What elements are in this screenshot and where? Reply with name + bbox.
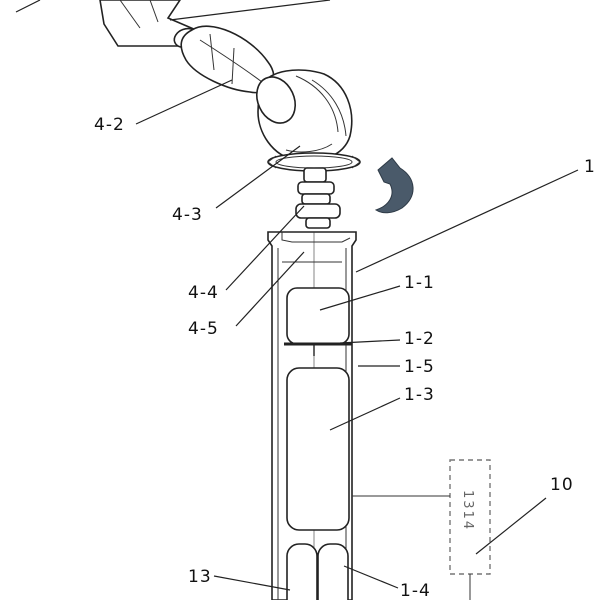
label-4-5: 4-5 — [188, 319, 219, 339]
label-13: 13 — [188, 567, 212, 587]
part-4-3-elbow — [255, 69, 353, 162]
part-1-4-chamber — [317, 543, 349, 600]
label-1-3: 1-3 — [404, 385, 435, 405]
control-box: 1314 — [352, 459, 491, 600]
label-1: 1 — [584, 157, 596, 177]
control-box-label: 1314 — [460, 490, 475, 531]
part-4-4-coupling — [295, 167, 341, 229]
label-1-1: 1-1 — [404, 273, 435, 293]
label-4-4: 4-4 — [188, 283, 219, 303]
label-1-5: 1-5 — [404, 357, 435, 377]
label-1-4: 1-4 — [400, 581, 431, 600]
holder-assembly — [15, 0, 331, 49]
label-4-3: 4-3 — [172, 205, 203, 225]
leader-lines — [135, 79, 579, 591]
label-4-2: 4-2 — [94, 115, 125, 135]
label-1-2: 1-2 — [404, 329, 435, 349]
clip-ring — [267, 152, 361, 172]
part-1-1-chamber — [286, 287, 350, 345]
part-13-chamber — [286, 543, 318, 600]
label-10: 10 — [550, 475, 574, 495]
part-4-2-body — [180, 25, 275, 94]
part-1-2-partition — [284, 342, 352, 356]
rotation-arrow-icon — [374, 157, 414, 214]
part-1-3-chamber — [286, 367, 350, 531]
